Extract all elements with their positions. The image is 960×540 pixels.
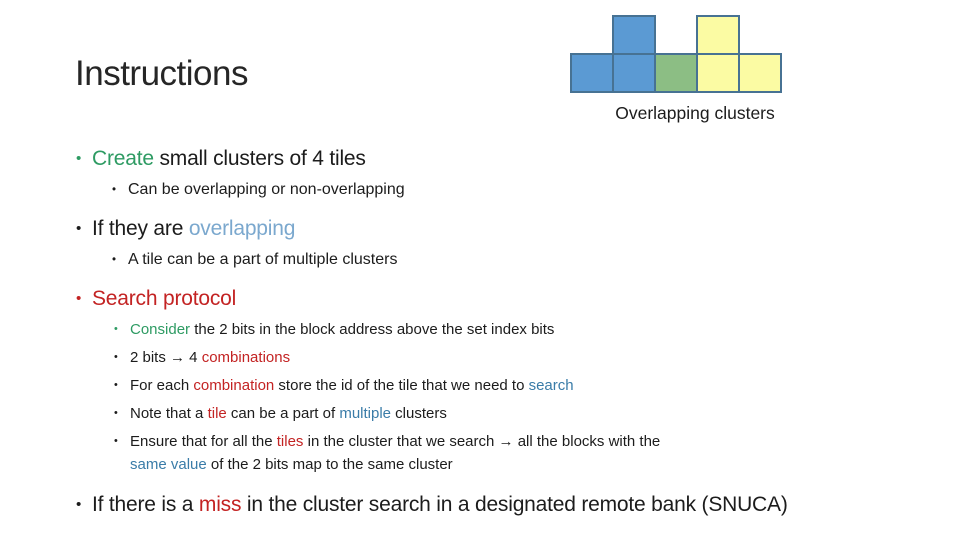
bullet-text-segment: Create: [92, 147, 154, 170]
bullet-text-segment: of the 2 bits map to the same cluster: [206, 456, 453, 473]
cluster-tile-blue: [612, 15, 656, 55]
bullet-text-segment: Note that a: [130, 405, 208, 422]
bullet-text-segment: search: [528, 377, 574, 394]
bullet-marker: •: [76, 150, 82, 167]
bullet-item: • Consider the 2 bits in the block addres…: [113, 318, 920, 341]
bullet-text-segment: combinations: [201, 349, 291, 366]
bullet-marker: •: [114, 323, 118, 335]
bullet-marker: •: [76, 220, 82, 237]
bullet-item: • For each combination store the id of th…: [113, 374, 920, 397]
bullet-item: • Create small clusters of 4 tiles: [75, 146, 920, 172]
cluster-tile-yellow: [696, 15, 740, 55]
cluster-tile-yellow: [738, 53, 782, 93]
bullet-text-segment: Search protocol: [92, 287, 237, 310]
bullet-text-segment: overlapping: [188, 217, 296, 240]
bullet-text-segment: clusters: [391, 405, 447, 422]
bullet-text-segment: in the cluster that we search → all the …: [303, 433, 661, 450]
bullet-text-segment: miss: [198, 493, 242, 516]
bullet-marker: •: [114, 379, 118, 391]
bullet-item: • If there is a miss in the cluster searc…: [75, 492, 920, 518]
bullet-text-segment: multiple: [339, 405, 392, 422]
bullet-text-segment: If there is a: [92, 493, 199, 516]
bullet-marker: •: [114, 407, 118, 419]
bullet-marker: •: [112, 184, 117, 196]
bullet-text-segment: tile: [207, 405, 227, 422]
bullet-item: • 2 bits → 4 combinations: [113, 346, 920, 369]
page-title: Instructions: [75, 54, 248, 93]
bullet-text-segment: 2 bits → 4: [130, 349, 202, 366]
bullet-text-segment: Ensure that for all the: [130, 433, 277, 450]
bullet-item: • If they are overlapping: [75, 216, 920, 242]
bullet-text-segment: can be a part of: [226, 405, 340, 422]
bullet-text-segment: the 2 bits in the block address above th…: [190, 321, 555, 338]
bullet-text-segment: combination: [193, 377, 275, 394]
cluster-tile-blue: [570, 53, 614, 93]
bullet-text-segment: A tile can be a part of multiple cluster…: [128, 251, 398, 268]
bullet-text-segment: store the id of the tile that we need to: [274, 377, 529, 394]
bullet-item: • Ensure that for all the tiles in the cl…: [113, 430, 920, 476]
bullet-item: • Search protocol: [75, 286, 920, 312]
bullet-text-segment: Can be overlapping or non-overlapping: [128, 181, 405, 198]
bullet-item: • A tile can be a part of multiple cluste…: [111, 250, 920, 270]
bullet-text-segment: tiles: [276, 433, 304, 450]
bullet-text-segment: small clusters of 4 tiles: [153, 147, 366, 170]
bullet-list: • Create small clusters of 4 tiles • Can be…: [75, 146, 920, 524]
cluster-tile-blue: [612, 53, 656, 93]
bullet-item: • Can be overlapping or non-overlapping: [111, 180, 920, 200]
bullet-item: • Note that a tile can be a part of multi…: [113, 402, 920, 425]
cluster-diagram: [570, 15, 786, 95]
bullet-text-segment: Consider: [130, 321, 191, 338]
diagram-caption: Overlapping clusters: [615, 103, 775, 123]
cluster-tile-yellow: [696, 53, 740, 93]
bullet-marker: •: [76, 496, 82, 513]
bullet-text-segment: For each: [130, 377, 194, 394]
bullet-text-segment: If they are: [92, 217, 189, 240]
bullet-text-segment: in the cluster search in a designated re…: [241, 493, 788, 516]
bullet-marker: •: [114, 435, 118, 447]
cluster-tile-green: [654, 53, 698, 93]
bullet-text-segment: same value: [130, 456, 207, 473]
bullet-marker: •: [76, 290, 82, 307]
bullet-marker: •: [112, 254, 117, 266]
bullet-marker: •: [114, 351, 118, 363]
